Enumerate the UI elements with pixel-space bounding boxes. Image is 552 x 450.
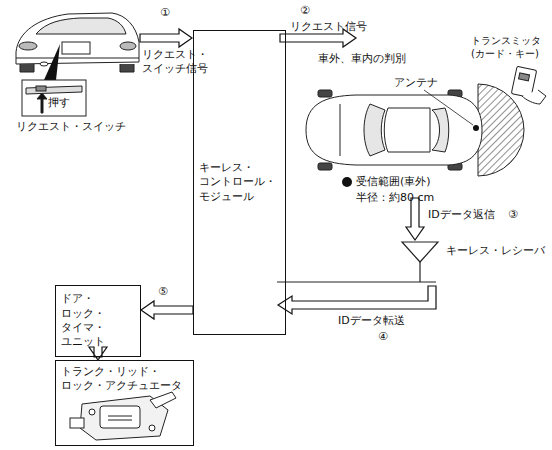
flow-arrow [89, 347, 107, 360]
part-label: キーレス・レシーバ [446, 244, 545, 258]
antenna-symbol [473, 125, 479, 131]
note-label: 受信範囲(車外) [356, 175, 431, 189]
signal-label: リクエスト信号 [290, 20, 367, 34]
callout-number: ⑤ [158, 285, 168, 299]
signal-label: IDデータ転送 [338, 314, 405, 328]
control-module-box: キーレス・ コントロール・ モジュール [193, 30, 286, 335]
car-top-view [306, 90, 482, 170]
part-label: アンテナ [394, 76, 438, 90]
actuator-box: トランク・リッド・ ロック・アクチュエータ [55, 360, 194, 446]
signal-arrow [406, 198, 424, 240]
signal-arrow [278, 286, 436, 314]
part-label: トランスミッタ (カード・キー) [471, 34, 549, 60]
actuator-illustration [70, 392, 176, 440]
reception-range [478, 84, 524, 176]
part-label: リクエスト・スイッチ [16, 120, 126, 134]
callout-number: ④ [378, 330, 388, 344]
request-switch-inset [22, 80, 86, 116]
range-symbol [342, 177, 352, 187]
signal-arrow [140, 29, 192, 47]
signal-label: リクエスト・ スイッチ信号 [142, 48, 214, 77]
transmitter-card-key [511, 66, 546, 104]
dimension-label: 半径：約80 cm [356, 191, 434, 205]
callout-number: ① [160, 6, 170, 20]
car-rear-view [16, 13, 139, 72]
note-label: 車外、車内の判別 [318, 52, 406, 66]
timer-unit-box: ドア・ロック・ タイマ・ ユニット [55, 285, 141, 357]
callout-number: ② [300, 4, 310, 18]
signal-label: IDデータ返信 [428, 208, 495, 222]
keyless-receiver [277, 242, 438, 282]
callout-number: ③ [508, 208, 518, 222]
leader-line [424, 90, 473, 125]
box-text: ドア・ロック・ タイマ・ ユニット [56, 288, 140, 353]
callout-wedge [44, 44, 60, 80]
box-text: トランク・リッド・ ロック・アクチュエータ [56, 361, 193, 398]
action-label: 押す [48, 96, 70, 110]
box-text: キーレス・ コントロール・ モジュール [194, 157, 285, 208]
flow-arrow [141, 301, 193, 319]
